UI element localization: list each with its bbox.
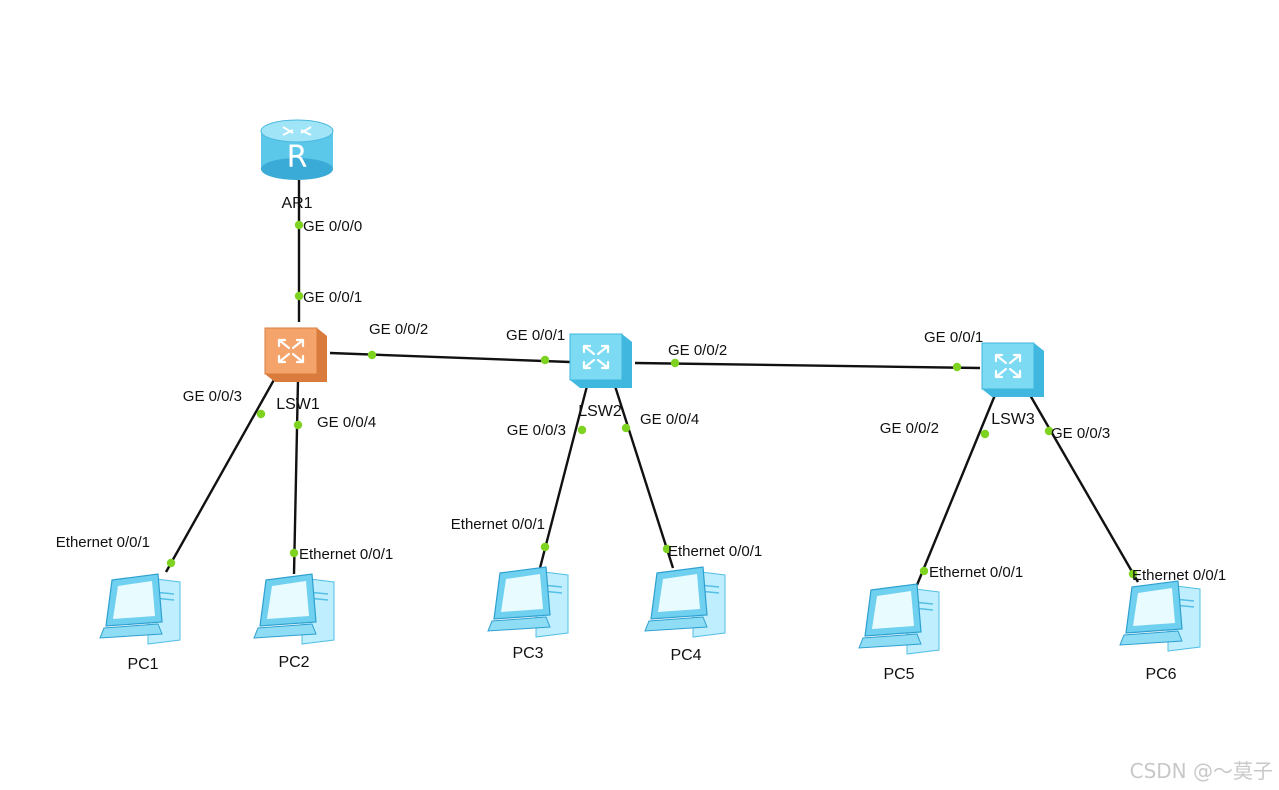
link-lsw2-pc4[interactable]	[613, 385, 675, 569]
device-lsw2[interactable]	[569, 333, 632, 388]
pc-icon	[1119, 580, 1201, 652]
port-dot[interactable]	[919, 566, 929, 576]
devices: R	[99, 119, 1201, 655]
router-icon: R	[260, 119, 334, 180]
port-label-ar1: GE 0/0/0	[303, 218, 362, 235]
pc-icon	[99, 573, 181, 645]
ports: GE 0/0/0 GE 0/0/1 GE 0/0/2 GE 0/0/1 GE 0/0/2…	[56, 218, 1226, 584]
switch-icon	[264, 327, 327, 382]
device-label-lsw3: LSW3	[991, 411, 1035, 428]
port-label-lsw3: GE 0/0/2	[880, 420, 939, 437]
port-label-pc5: Ethernet 0/0/1	[929, 564, 1023, 581]
port-label-pc2: Ethernet 0/0/1	[299, 546, 393, 563]
port-dot[interactable]	[662, 544, 672, 554]
port-dot[interactable]	[980, 429, 990, 439]
port-label-pc1: Ethernet 0/0/1	[56, 534, 150, 551]
port-dot[interactable]	[1044, 426, 1054, 436]
port-dot[interactable]	[367, 350, 377, 360]
port-dot[interactable]	[293, 420, 303, 430]
watermark: CSDN @～莫子	[1129, 759, 1273, 783]
port-label-pc4: Ethernet 0/0/1	[668, 543, 762, 560]
port-label-pc6: Ethernet 0/0/1	[1132, 567, 1226, 584]
link-lsw1-pc2[interactable]	[292, 379, 300, 575]
port-label-lsw1: GE 0/0/2	[369, 321, 428, 338]
port-dot[interactable]	[577, 425, 587, 435]
port-label-lsw2: GE 0/0/1	[506, 327, 565, 344]
port-dot[interactable]	[294, 291, 304, 301]
svg-text:R: R	[287, 140, 308, 175]
pc-icon	[644, 566, 726, 638]
device-label-pc3: PC3	[512, 645, 543, 662]
link-lsw1-pc1[interactable]	[164, 377, 277, 573]
port-label-lsw1: GE 0/0/4	[317, 414, 376, 431]
device-label-ar1: AR1	[281, 195, 312, 212]
port-dot[interactable]	[1128, 569, 1138, 579]
pc-icon	[858, 583, 940, 655]
port-label-lsw2: GE 0/0/4	[640, 411, 699, 428]
port-dot[interactable]	[540, 542, 550, 552]
device-lsw1[interactable]	[264, 327, 327, 382]
port-dot[interactable]	[670, 358, 680, 368]
pc-icon	[253, 573, 335, 645]
device-label-pc5: PC5	[883, 666, 914, 683]
device-label-lsw2: LSW2	[578, 403, 622, 420]
port-label-lsw1: GE 0/0/1	[303, 289, 362, 306]
device-pc3[interactable]	[487, 566, 569, 638]
port-dot[interactable]	[289, 548, 299, 558]
device-label-pc1: PC1	[127, 656, 158, 673]
device-lsw3[interactable]	[981, 342, 1044, 397]
link-lsw3-pc5[interactable]	[915, 394, 997, 586]
device-ar1[interactable]: R	[260, 119, 334, 180]
port-dot[interactable]	[621, 423, 631, 433]
port-dot[interactable]	[952, 362, 962, 372]
device-label-pc6: PC6	[1145, 666, 1176, 683]
port-dot[interactable]	[540, 355, 550, 365]
device-pc2[interactable]	[253, 573, 335, 645]
pc-icon	[487, 566, 569, 638]
link-lsw2-lsw3[interactable]	[634, 361, 981, 370]
port-dot[interactable]	[256, 409, 266, 419]
port-label-lsw3: GE 0/0/1	[924, 329, 983, 346]
port-label-lsw2: GE 0/0/2	[668, 342, 727, 359]
port-label-lsw2: GE 0/0/3	[507, 422, 566, 439]
link-lsw3-pc6[interactable]	[1028, 394, 1140, 583]
switch-icon	[569, 333, 632, 388]
device-label-pc4: PC4	[670, 647, 701, 664]
port-label-lsw3: GE 0/0/3	[1051, 425, 1110, 442]
device-label-pc2: PC2	[278, 654, 309, 671]
link-lsw1-lsw2[interactable]	[329, 351, 571, 364]
device-pc1[interactable]	[99, 573, 181, 645]
port-label-lsw1: GE 0/0/3	[183, 388, 242, 405]
device-pc4[interactable]	[644, 566, 726, 638]
switch-icon	[981, 342, 1044, 397]
port-dot[interactable]	[294, 220, 304, 230]
link-lsw2-pc3[interactable]	[538, 385, 589, 569]
device-label-lsw1: LSW1	[276, 396, 320, 413]
port-dot[interactable]	[166, 558, 176, 568]
device-pc5[interactable]	[858, 583, 940, 655]
device-pc6[interactable]	[1119, 580, 1201, 652]
port-label-pc3: Ethernet 0/0/1	[451, 516, 545, 533]
